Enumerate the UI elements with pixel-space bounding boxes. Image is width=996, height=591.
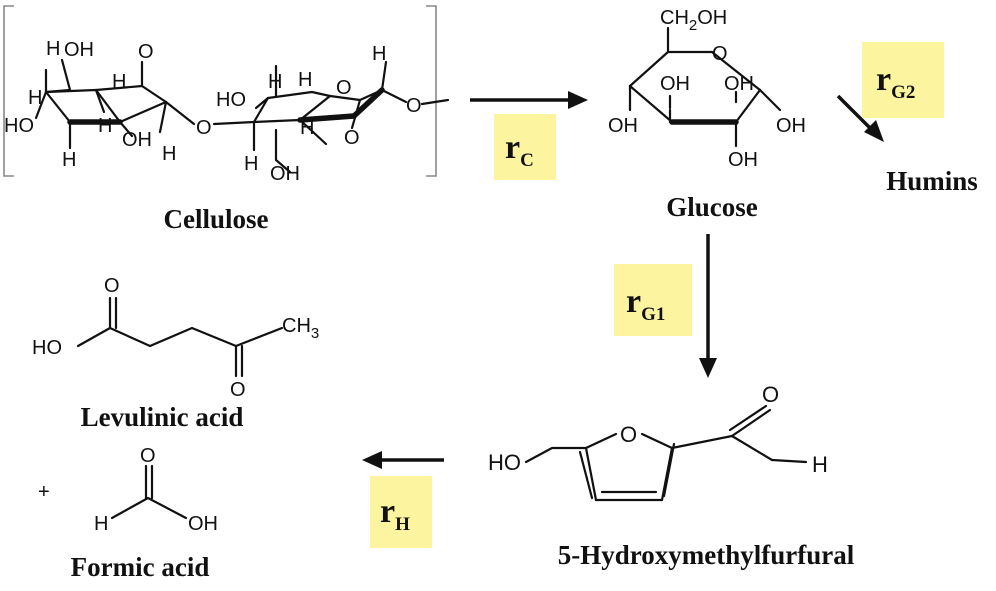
formic-acid-structure: O H OH Formic acid bbox=[71, 445, 218, 582]
arrow-glucose-to-humins bbox=[836, 94, 884, 142]
levulinic-atom-o: O bbox=[230, 379, 246, 401]
cellulose-structure: H OH H HO H H H O OH H O HO H H O H H H … bbox=[3, 5, 450, 234]
cellulose-atom-o: O bbox=[196, 117, 212, 139]
cellulose-atom-ho: HO bbox=[216, 89, 246, 111]
formic-atom-oh: OH bbox=[188, 513, 218, 535]
levulinic-acid-label: Levulinic acid bbox=[81, 402, 244, 432]
glucose-atom-oh: OH bbox=[660, 73, 690, 95]
glucose-atom-oh: OH bbox=[776, 115, 806, 137]
cellulose-atom-ho: HO bbox=[4, 115, 34, 137]
rate-rc-sub: C bbox=[520, 150, 534, 171]
rate-rc-box bbox=[494, 114, 556, 180]
levulinic-ch3-text: CH bbox=[282, 315, 311, 337]
svg-text:rG1: rG1 bbox=[626, 283, 665, 325]
cellulose-atom-h: H bbox=[300, 117, 314, 139]
arrow-hmf-to-acids bbox=[362, 451, 444, 469]
humins-label: Humins bbox=[886, 166, 978, 196]
levulinic-ch3-subscript: 3 bbox=[311, 325, 319, 342]
arrow-glucose-to-hmf bbox=[699, 234, 717, 378]
hmf-label: 5-Hydroxymethylfurfural bbox=[558, 540, 855, 570]
rate-rg2: rG2 bbox=[862, 42, 944, 118]
cellulose-atom-h: H bbox=[162, 143, 176, 165]
cellulose-atom-h: H bbox=[372, 43, 386, 65]
plus-sign: + bbox=[38, 481, 50, 503]
glucose-ch2-subscript: 2 bbox=[689, 17, 697, 34]
glucose-ch2oh-group: CH2OH bbox=[660, 7, 727, 34]
cellulose-atom-h: H bbox=[46, 38, 60, 60]
polymer-bracket-left bbox=[3, 5, 14, 177]
formic-acid-label: Formic acid bbox=[71, 552, 210, 582]
hmf-aldehyde-o: O bbox=[762, 382, 779, 407]
rate-rh-box bbox=[370, 476, 432, 548]
levulinic-atom-ho: HO bbox=[32, 337, 62, 359]
cellulose-atom-h: H bbox=[244, 153, 258, 175]
rate-rg1: rG1 bbox=[614, 264, 692, 336]
cellulose-label: Cellulose bbox=[164, 204, 269, 234]
rate-rh-main: r bbox=[380, 493, 395, 530]
glucose-atom-oh: OH bbox=[728, 149, 758, 171]
cellulose-atom-o: O bbox=[344, 127, 360, 149]
rate-rg1-main: r bbox=[626, 283, 641, 320]
glucose-ch2oh-oh: OH bbox=[697, 7, 727, 29]
cellulose-atom-oh: OH bbox=[122, 129, 152, 151]
glucose-atom-oh: OH bbox=[608, 115, 638, 137]
cellulose-atom-o: O bbox=[336, 77, 352, 99]
glucose-label: Glucose bbox=[666, 192, 758, 222]
rate-rc-main: r bbox=[505, 129, 520, 166]
cellulose-atom-h: H bbox=[268, 71, 282, 93]
hmf-ring-o: O bbox=[620, 422, 637, 447]
rate-rh: rH bbox=[370, 476, 432, 548]
hmf-aldehyde-h: H bbox=[812, 452, 828, 477]
rate-rh-sub: H bbox=[395, 514, 410, 535]
cellulose-atom-o: O bbox=[406, 95, 422, 117]
rate-rg2-main: r bbox=[876, 61, 891, 98]
hmf-structure: HO O O H 5-Hydroxymethylfurfural bbox=[488, 382, 855, 570]
svg-text:rC: rC bbox=[505, 129, 534, 171]
glucose-ch2-text: CH bbox=[660, 7, 689, 29]
arrow-cellulose-to-glucose bbox=[470, 91, 588, 109]
polymer-bracket-right bbox=[426, 5, 437, 177]
cellulose-atom-o: O bbox=[138, 41, 154, 63]
rate-rg1-box bbox=[614, 264, 692, 336]
formic-atom-o: O bbox=[140, 445, 156, 467]
formic-atom-h: H bbox=[94, 513, 108, 535]
rate-rg2-sub: G2 bbox=[891, 82, 915, 103]
glucose-structure: CH2OH O OH OH OH OH OH Glucose bbox=[608, 7, 806, 222]
levulinic-atom-o: O bbox=[104, 275, 120, 297]
glucose-ring-o: O bbox=[712, 43, 728, 65]
cellulose-atom-oh: OH bbox=[64, 39, 94, 61]
rate-rc: rC bbox=[494, 114, 556, 180]
cellulose-atom-h: H bbox=[62, 149, 76, 171]
cellulose-atom-oh: OH bbox=[270, 163, 300, 185]
glucose-atom-oh: OH bbox=[724, 73, 754, 95]
levulinic-acid-structure: O HO O CH3 Levulinic acid bbox=[32, 275, 319, 432]
svg-text:rG2: rG2 bbox=[876, 61, 915, 103]
hmf-atom-ho: HO bbox=[488, 450, 521, 475]
cellulose-atom-h: H bbox=[112, 71, 126, 93]
levulinic-ch3-group: CH3 bbox=[282, 315, 319, 342]
cellulose-atom-h: H bbox=[28, 87, 42, 109]
cellulose-atom-h: H bbox=[98, 115, 112, 137]
cellulose-atom-h: H bbox=[298, 69, 312, 91]
rate-rg1-sub: G1 bbox=[641, 304, 665, 325]
rate-rg2-box bbox=[862, 42, 944, 118]
svg-text:rH: rH bbox=[380, 493, 410, 535]
